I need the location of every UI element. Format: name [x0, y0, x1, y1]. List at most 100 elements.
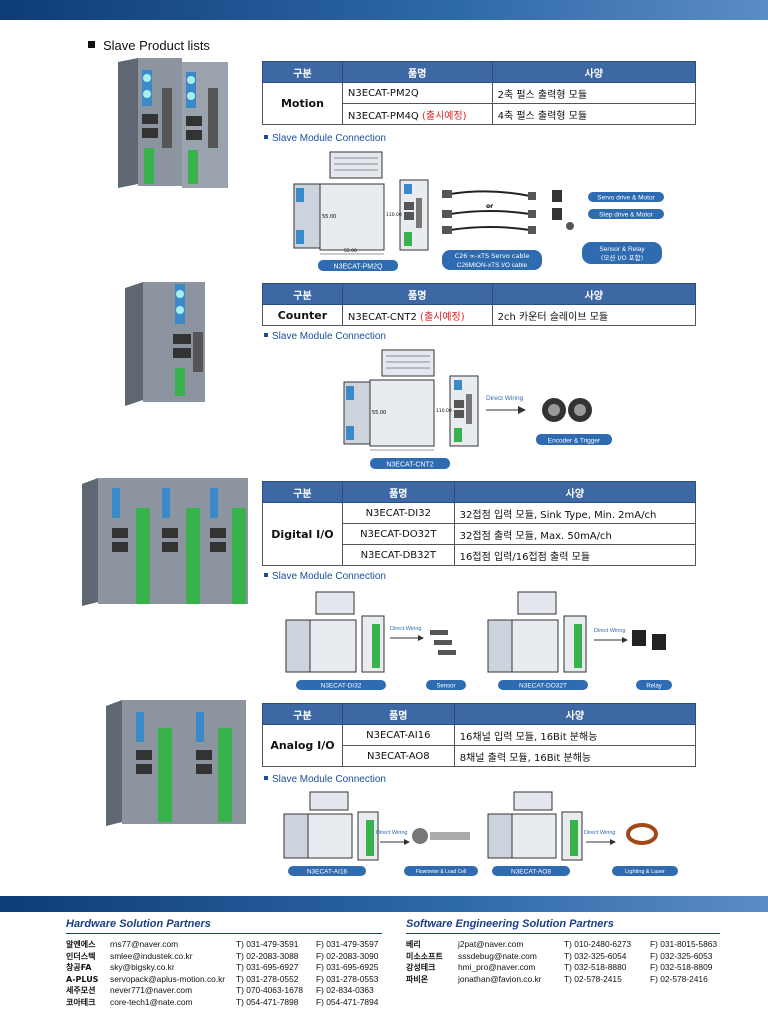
col-product-name: 품명 — [341, 703, 455, 725]
svg-text:Direct Wiring: Direct Wiring — [376, 830, 407, 836]
partner-name: 강성테크 — [406, 963, 436, 972]
partner-tel: T) 031-278-0552 — [236, 973, 299, 984]
partner-fax: F) 054-471-7894 — [316, 996, 379, 1007]
sensor-target-note: (모션 I/O 포함) — [601, 253, 643, 262]
section-heading: Slave Product lists — [88, 38, 210, 53]
sensor-target-text: Sensor & Relay — [599, 246, 645, 253]
cable-label-badge — [442, 250, 542, 270]
partner-email[interactable]: sssdebug@nate.com — [458, 950, 537, 961]
partner-email[interactable]: servopack@aplus-motion.co.kr — [110, 973, 226, 984]
coming-soon-note: (출시예정) — [421, 110, 467, 122]
partner-email[interactable]: core-tech1@nate.com — [110, 996, 193, 1007]
partner-tel: T) 054-471-7898 — [236, 996, 299, 1007]
partner-row: 파비온 jonathan@favion.co.kr T) 02-578-2415 F)… — [406, 974, 720, 986]
connection-label: Slave Module Connection — [264, 331, 386, 342]
product-name-cell: N3ECAT-DB32T — [341, 544, 455, 566]
svg-text:110.00: 110.00 — [436, 408, 452, 414]
partner-tel: T) 010-2480-6273 — [564, 939, 632, 949]
partner-email[interactable]: sky@bigsky.co.kr — [110, 962, 175, 972]
arrow-icon — [418, 635, 424, 641]
product-name-cell: N3ECAT-PM4Q (출시예정) — [341, 103, 493, 125]
partner-name: 인더스텍 — [66, 951, 96, 961]
col-product-name: 품명 — [341, 481, 455, 503]
category-cell: Motion — [262, 82, 343, 125]
partner-email[interactable]: jonathan@favion.co.kr — [458, 973, 542, 984]
digital-module-photo — [82, 478, 248, 606]
coming-soon-note: (출시예정) — [420, 311, 465, 323]
counter-connection-diagram: 55.00 110.00 Direct Wiring Encoder & Tri… — [343, 349, 612, 469]
encoder-target-text: Encoder & Trigger — [548, 438, 601, 445]
svg-text:Direct Wiring: Direct Wiring — [584, 830, 615, 836]
motion-connection-diagram: 55.00 55.00 110.00 or Servo drive & Moto… — [293, 151, 664, 271]
module-label-text: N3ECAT-PM2Q — [334, 264, 383, 271]
partner-fax: F) 031-479-3597 — [316, 939, 379, 949]
dim-width-text: 55.00 — [344, 248, 357, 254]
flowmeter-target-text: Flowmeter & Load Cell — [416, 869, 467, 875]
arrow-icon — [518, 406, 526, 414]
svg-text:55.00: 55.00 — [372, 410, 386, 416]
col-product-name: 품명 — [341, 283, 493, 305]
col-category: 구분 — [262, 481, 343, 503]
partner-tel: T) 031-695-6927 — [236, 962, 299, 972]
software-partners-title: Software Engineering Solution Partners — [406, 918, 720, 934]
partner-name: 창공FA — [66, 963, 92, 972]
or-text: or — [486, 203, 493, 210]
partner-name: 세주모션 — [66, 986, 96, 995]
col-spec: 사양 — [453, 703, 697, 725]
partner-tel: T) 031-479-3591 — [236, 939, 299, 949]
col-spec: 사양 — [491, 283, 697, 305]
step-target-badge — [588, 209, 664, 219]
partner-name: A-PLUS — [66, 974, 99, 984]
partner-fax: F) 031-695-6925 — [316, 962, 379, 972]
spec-cell: 2축 펄스 출력형 모듈 — [491, 82, 697, 104]
partner-tel: T) 02-578-2415 — [564, 973, 622, 984]
spec-cell: 16채널 입력 모듈, 16Bit 분해능 — [453, 724, 697, 746]
module-label-text: N3ECAT-DI32 — [321, 683, 362, 690]
servo-target-text: Servo drive & Motor — [597, 195, 655, 202]
product-name-cell: N3ECAT-DO32T — [341, 523, 455, 545]
dim-height-text: 55.00 — [322, 214, 336, 220]
partner-email[interactable]: smlee@industek.co.kr — [110, 950, 193, 961]
hardware-partners-title: Hardware Solution Partners — [66, 918, 382, 934]
partner-email[interactable]: hmi_pro@naver.com — [458, 962, 536, 972]
category-cell: Analog I/O — [262, 724, 343, 767]
partner-email[interactable]: rns77@naver.com — [110, 939, 179, 949]
arrow-icon — [622, 637, 628, 643]
spec-cell: 32접점 입력 모듈, Sink Type, Min. 2mA/ch — [453, 502, 697, 524]
connection-label: Slave Module Connection — [264, 774, 386, 785]
motion-module-photo — [118, 58, 228, 188]
partner-row: 창공FA sky@bigsky.co.kr T) 031-695-6927 F) 03… — [66, 962, 382, 974]
connection-label: Slave Module Connection — [264, 133, 386, 144]
partner-fax: F) 02-2083-3090 — [316, 950, 379, 961]
module-label-text: N3ECAT-CNT2 — [386, 462, 433, 469]
partner-email[interactable]: never771@naver.com — [110, 985, 193, 995]
partner-fax: F) 02-578-2416 — [650, 973, 708, 984]
category-cell: Digital I/O — [262, 502, 343, 566]
counter-module-photo — [125, 282, 205, 406]
col-category: 구분 — [262, 283, 343, 305]
step-target-text: Step drive & Motor — [599, 212, 654, 219]
connection-label: Slave Module Connection — [264, 571, 386, 582]
product-name-cell: N3ECAT-CNT2 (출시예정) — [341, 304, 493, 326]
top-banner-bar — [0, 0, 768, 20]
product-name-cell: N3ECAT-PM2Q — [341, 82, 493, 104]
analog-connection-diagram: Direct Wiring N3ECAT-AI16 Flowmeter & Lo… — [283, 791, 678, 876]
dim-depth-text: 110.00 — [386, 212, 402, 218]
direct-wiring-text: Direct Wiring — [486, 395, 524, 402]
partner-email[interactable]: j2pat@naver.com — [458, 939, 524, 949]
relay-target-text: Relay — [646, 684, 661, 690]
partner-name: 파비온 — [406, 974, 429, 984]
product-name-cell: N3ECAT-DI32 — [341, 502, 455, 524]
partner-tel: T) 032-518-8880 — [564, 962, 627, 972]
spec-cell: 2ch 카운터 슬레이브 모듈 — [491, 304, 697, 326]
product-name-cell: N3ECAT-AI16 — [341, 724, 455, 746]
col-spec: 사양 — [453, 481, 697, 503]
servo-target-badge — [588, 192, 664, 202]
